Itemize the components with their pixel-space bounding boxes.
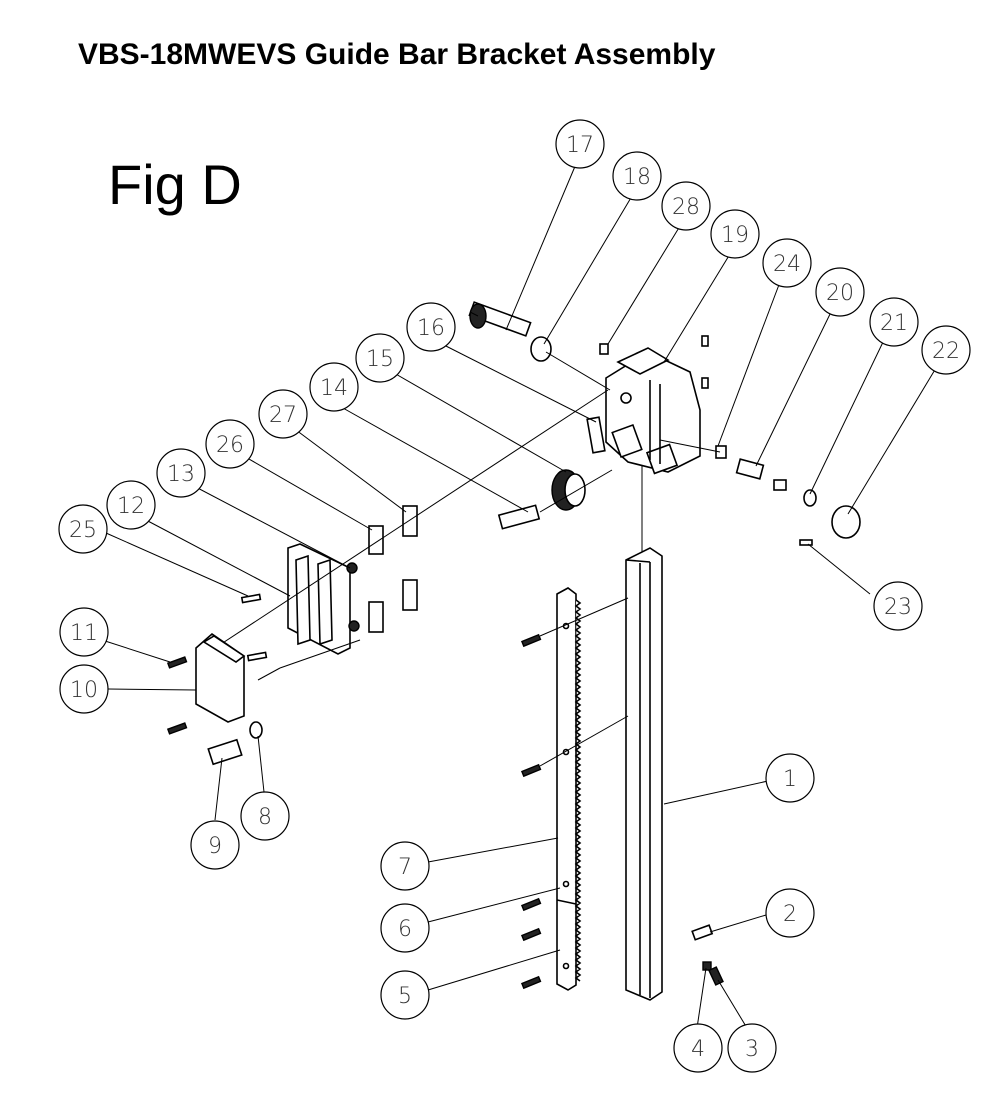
svg-text:21: 21 [880,311,908,336]
callout-4: 4 [673,1023,723,1073]
svg-text:9: 9 [208,834,222,859]
callout-18: 18 [612,151,662,201]
svg-text:23: 23 [884,595,912,620]
small-parts [468,301,861,546]
callout-20: 20 [815,267,865,317]
callout-6: 6 [380,903,430,953]
callout-22: 22 [921,325,971,375]
svg-text:1: 1 [783,767,797,792]
callout-25: 25 [58,504,108,554]
callout-14: 14 [309,362,359,412]
bearing-housing [166,632,263,766]
leader-lines [101,163,937,1029]
callout-26: 26 [205,419,255,469]
callout-17: 17 [555,119,605,169]
svg-text:2: 2 [783,902,797,927]
svg-text:5: 5 [398,984,412,1009]
callout-21: 21 [869,297,919,347]
callout-8: 8 [240,791,290,841]
svg-text:19: 19 [721,223,749,248]
svg-text:20: 20 [826,281,854,306]
svg-text:15: 15 [366,347,394,372]
upper-bracket [605,347,701,475]
callout-10: 10 [59,664,109,714]
callout-19: 19 [710,209,760,259]
svg-text:12: 12 [117,494,145,519]
rack-screws [520,597,629,990]
callout-1: 1 [765,753,815,803]
callout-11: 11 [59,607,109,657]
svg-text:10: 10 [70,678,98,703]
svg-text:25: 25 [69,518,97,543]
svg-text:3: 3 [745,1037,759,1062]
figure-label: Fig D [108,153,242,216]
svg-text:8: 8 [258,805,272,830]
svg-text:4: 4 [691,1037,705,1062]
svg-text:11: 11 [70,621,98,646]
gear-and-bolt [497,469,613,530]
svg-text:24: 24 [773,252,801,277]
callout-28: 28 [661,181,711,231]
svg-text:28: 28 [672,195,700,220]
callout-27: 27 [258,389,308,439]
svg-text:18: 18 [623,165,651,190]
callouts: 1 2 3 4 5 6 7 8 9 10 11 12 13 14 15 16 1… [58,119,971,1073]
callout-15: 15 [355,333,405,383]
callout-7: 7 [380,841,430,891]
callout-23: 23 [873,581,923,631]
svg-text:26: 26 [216,433,244,458]
callout-9: 9 [190,820,240,870]
callout-5: 5 [380,970,430,1020]
callout-2: 2 [765,888,815,938]
rack [556,587,582,991]
callout-16: 16 [406,302,456,352]
svg-text:14: 14 [320,376,348,401]
svg-text:16: 16 [417,316,445,341]
guide-bar [625,440,663,1001]
callout-13: 13 [156,448,206,498]
svg-text:17: 17 [566,133,594,158]
svg-text:13: 13 [167,462,195,487]
page-title: VBS-18MWEVS Guide Bar Bracket Assembly [78,38,716,71]
svg-text:7: 7 [398,855,412,880]
callout-3: 3 [727,1023,777,1073]
callout-24: 24 [762,238,812,288]
left-plate-assembly [211,389,609,681]
callout-12: 12 [106,480,156,530]
bottom-pin-and-screws [691,924,724,986]
svg-text:6: 6 [398,917,412,942]
svg-text:27: 27 [269,403,297,428]
svg-text:22: 22 [932,339,960,364]
